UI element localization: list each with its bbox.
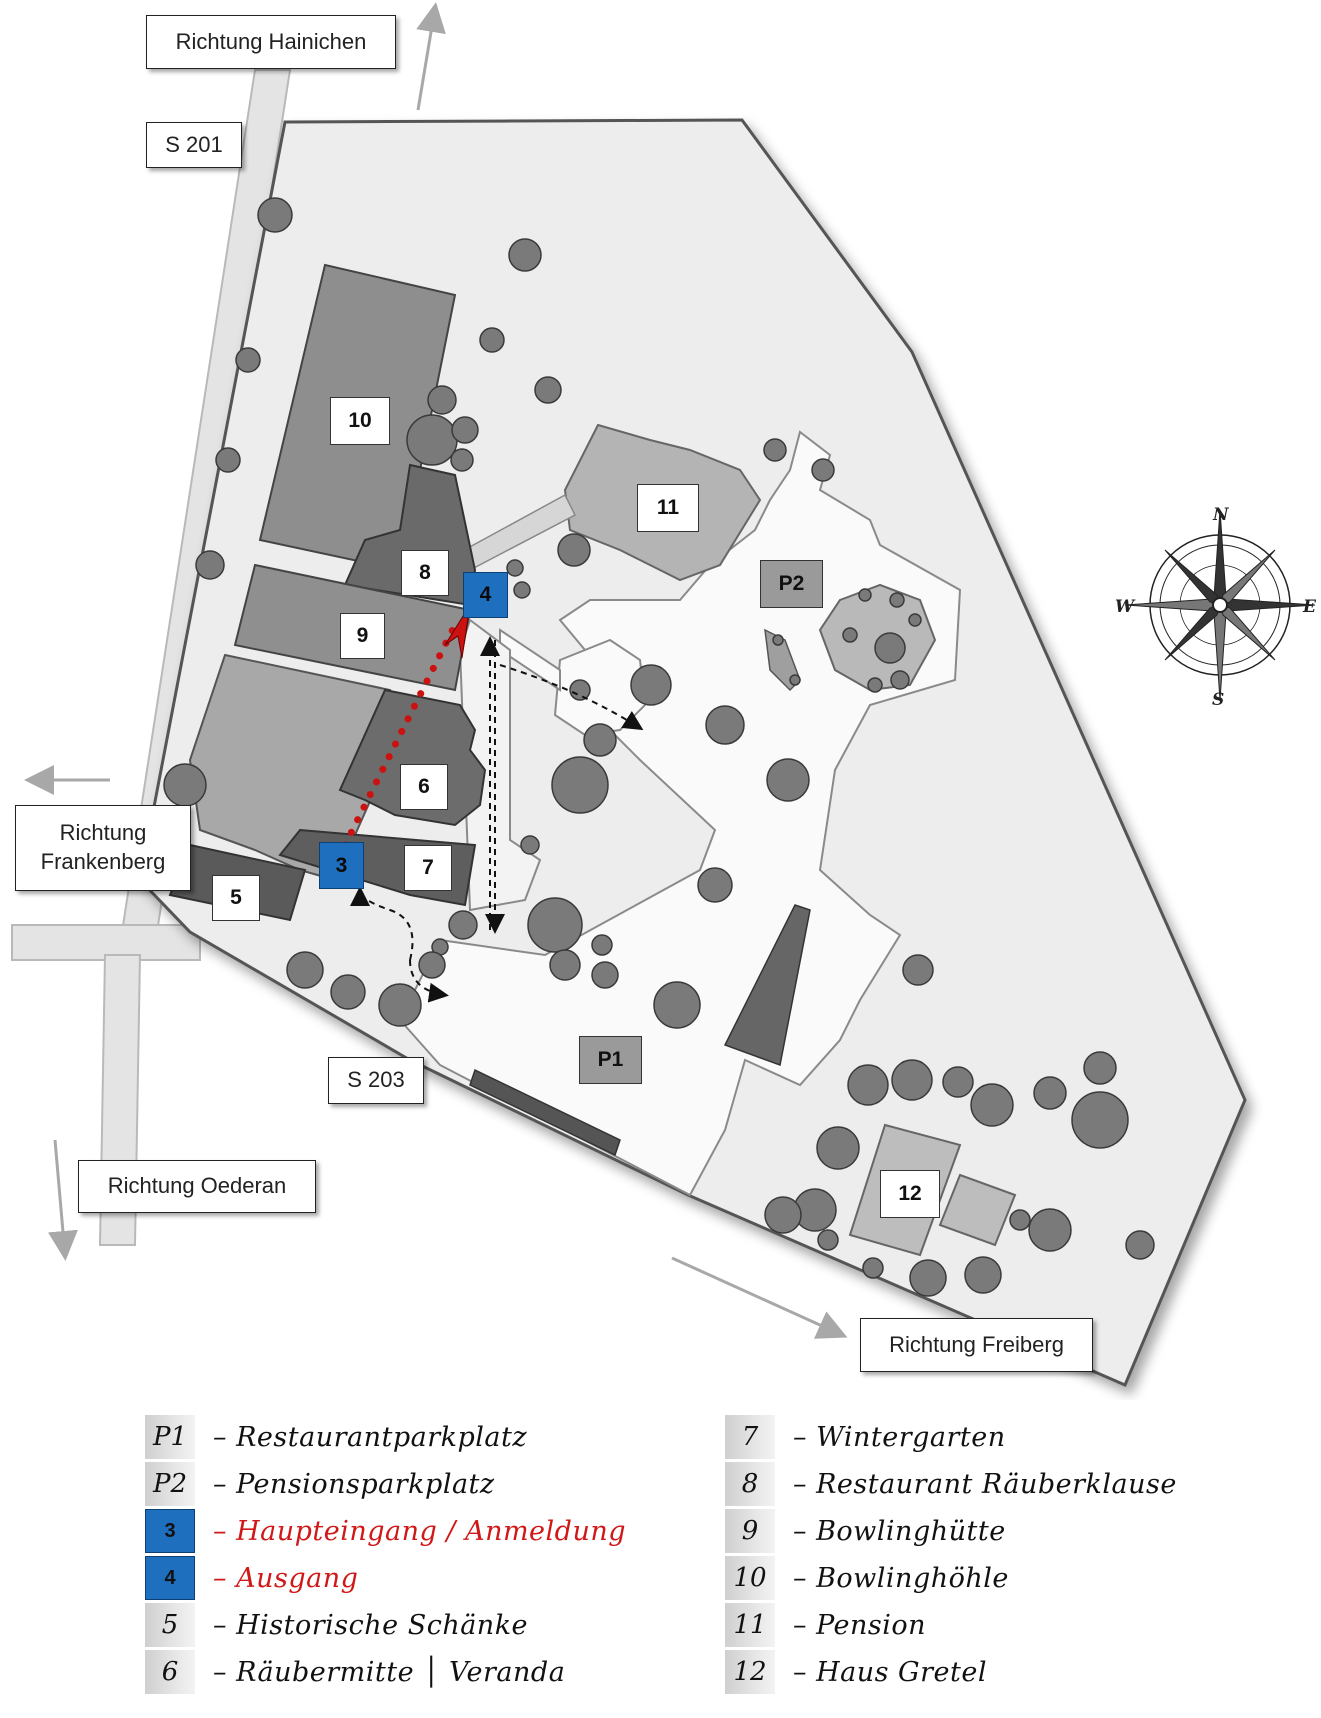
legend-key: 3: [145, 1509, 195, 1553]
legend-text: – Wintergarten: [793, 1421, 1006, 1453]
legend-text: – Bowlinghöhle: [793, 1562, 1009, 1594]
legend-item-12: 12 – Haus Gretel: [725, 1650, 987, 1694]
legend-text: – Restaurant Räuberklause: [793, 1468, 1177, 1500]
building-6: [338, 688, 487, 827]
label-building-6: 6: [400, 764, 448, 810]
label-p2: P2: [760, 560, 823, 608]
legend-item-10: 10 – Bowlinghöhle: [725, 1556, 1009, 1600]
legend-key: 10: [725, 1556, 775, 1600]
legend-key: 9: [725, 1509, 775, 1553]
legend-item-4: 4 – Ausgang: [145, 1556, 358, 1600]
label-entrance-3: 3: [319, 842, 364, 889]
legend-text: – Haupteingang / Anmeldung: [213, 1515, 627, 1547]
entrance-route: [341, 621, 459, 849]
legend-key: 8: [725, 1462, 775, 1506]
legend: P1 – Restaurantparkplatz P2 – Pensionspa…: [145, 1415, 1185, 1705]
label-p1: P1: [579, 1036, 642, 1084]
compass-rose: [1124, 509, 1316, 701]
p1-strip: [469, 1068, 621, 1157]
compass-w: W: [1115, 597, 1135, 617]
legend-text: – Bowlinghütte: [793, 1515, 1006, 1547]
walk-routes: [350, 636, 644, 1003]
legend-key: 5: [145, 1603, 195, 1647]
label-building-5: 5: [212, 875, 260, 921]
direction-oederan: Richtung Oederan: [78, 1160, 316, 1213]
road-s201: S 201: [146, 122, 242, 168]
legend-key: 7: [725, 1415, 775, 1459]
legend-key: 4: [145, 1556, 195, 1600]
legend-item-p2: P2 – Pensionsparkplatz: [145, 1462, 495, 1506]
direction-frankenberg: Richtung Frankenberg: [15, 805, 191, 891]
direction-frankenberg-line2: Frankenberg: [40, 849, 166, 874]
legend-text: – Räubermitte │ Veranda: [213, 1656, 566, 1688]
compass-s: S: [1212, 690, 1225, 710]
legend-text: – Haus Gretel: [793, 1656, 987, 1688]
legend-text: – Pensionsparkplatz: [213, 1468, 495, 1500]
label-building-11: 11: [637, 484, 699, 532]
label-building-9: 9: [340, 613, 385, 659]
direction-hainichen: Richtung Hainichen: [146, 15, 396, 69]
building-12-b: [938, 1173, 1017, 1247]
direction-frankenberg-line1: Richtung: [59, 820, 147, 846]
legend-text: – Restaurantparkplatz: [213, 1421, 528, 1453]
legend-item-7: 7 – Wintergarten: [725, 1415, 1006, 1459]
entrance-route-arrowhead: [444, 604, 471, 659]
label-building-7: 7: [404, 845, 452, 891]
legend-item-9: 9 – Bowlinghütte: [725, 1509, 1006, 1553]
legend-item-8: 8 – Restaurant Räuberklause: [725, 1462, 1177, 1506]
compass-e: E: [1303, 597, 1316, 617]
p1-wedge: [723, 904, 811, 1067]
legend-key: P2: [145, 1462, 195, 1506]
legend-item-5: 5 – Historische Schänke: [145, 1603, 528, 1647]
legend-key: P1: [145, 1415, 195, 1459]
legend-item-p1: P1 – Restaurantparkplatz: [145, 1415, 527, 1459]
label-building-12: 12: [880, 1170, 940, 1218]
compass-n: N: [1213, 505, 1229, 525]
legend-key: 12: [725, 1650, 775, 1694]
legend-key: 11: [725, 1603, 775, 1647]
legend-key: 6: [145, 1650, 195, 1694]
trees: [163, 197, 1155, 1297]
legend-item-3: 3 – Haupteingang / Anmeldung: [145, 1509, 626, 1553]
legend-item-6: 6 – Räubermitte │ Veranda: [145, 1650, 565, 1694]
direction-freiberg: Richtung Freiberg: [860, 1318, 1093, 1372]
label-building-10: 10: [330, 397, 390, 445]
direction-arrows: [23, 2, 848, 1339]
legend-text: – Ausgang: [213, 1562, 359, 1594]
legend-text: – Pension: [793, 1609, 927, 1641]
label-building-8: 8: [401, 550, 449, 596]
p2-island: [818, 583, 937, 692]
label-exit-4: 4: [463, 572, 508, 618]
legend-item-11: 11 – Pension: [725, 1603, 926, 1647]
walkway: [458, 618, 542, 912]
legend-text: – Historische Schänke: [213, 1609, 529, 1641]
road-s203: S 203: [328, 1057, 424, 1104]
